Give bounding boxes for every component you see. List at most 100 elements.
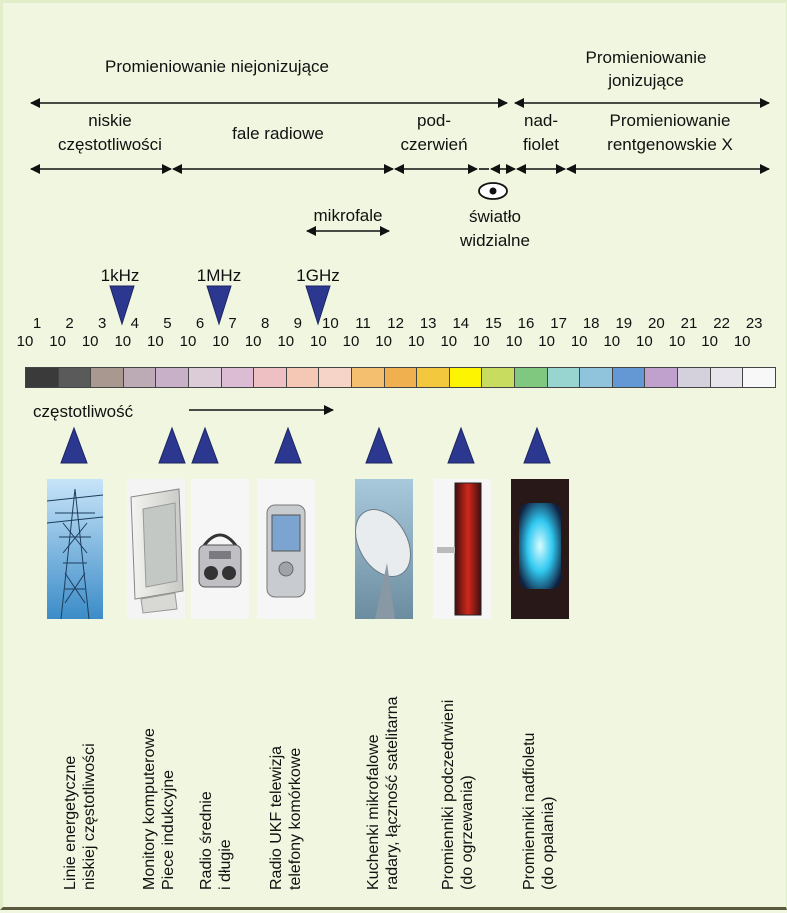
infrared-label-line2: czerwień <box>400 135 468 154</box>
ionizing-heading-line2: jonizujące <box>608 71 684 90</box>
scale-base: 10 <box>81 333 99 350</box>
eye-icon <box>478 182 508 200</box>
scale-exponent: 16 <box>517 315 535 332</box>
scale-base: 10 <box>244 333 262 350</box>
scale-exponent: 2 <box>65 315 74 332</box>
scale-exponent: 12 <box>387 315 404 332</box>
scale-base: 10 <box>179 333 197 350</box>
spectrum-segment <box>416 367 450 388</box>
scale-base: 10 <box>473 333 490 350</box>
scale-exponent: 11 <box>355 315 371 332</box>
scale-base: 10 <box>733 333 751 350</box>
scale-exponent: 20 <box>648 315 665 332</box>
app-label-monitors: Monitory komputerowe Piece indukcyjne <box>140 728 178 890</box>
scale-base: 10 <box>147 333 164 350</box>
scale-base: 10 <box>407 333 425 350</box>
scale-base: 10 <box>16 333 34 350</box>
radio-photo <box>191 479 249 619</box>
app-label-line: Monitory komputerowe <box>141 728 158 890</box>
infrared-label-line1: pod- <box>416 111 452 130</box>
cellphone-photo <box>257 479 315 619</box>
uv-lamp-photo <box>511 479 569 619</box>
xray-label-line2: rentgenowskie X <box>607 135 733 154</box>
app-label-uv-lamps: Promienniki nadfioletu (do opalania) <box>520 733 558 890</box>
spectrum-segment <box>579 367 613 388</box>
scale-exponent: 18 <box>582 315 600 332</box>
frequency-marker-triangles <box>109 285 331 326</box>
scale-exponent: 21 <box>680 315 698 332</box>
scale-base: 10 <box>310 333 327 350</box>
scale-base: 10 <box>668 333 686 350</box>
non-ionizing-heading: Promieniowanie niejonizujące <box>105 57 329 76</box>
app-label-line: (do opalania) <box>540 796 557 890</box>
app-label-line: Linie energetyczne <box>62 755 79 890</box>
spectrum-segment <box>611 367 646 388</box>
app-label-line: (do ogrzewania) <box>459 775 476 890</box>
app-label-power-lines: Linie energetyczne niskiej częstotliwośc… <box>61 743 99 890</box>
application-pointers <box>60 426 551 464</box>
scale-base: 10 <box>114 333 132 350</box>
spectrum-segment <box>122 367 157 388</box>
scale-exponent: 3 <box>98 315 107 332</box>
scale-base: 10 <box>49 333 66 350</box>
scale-exponent: 13 <box>419 315 437 332</box>
scale-base: 10 <box>440 333 458 350</box>
spectrum-segment <box>155 367 189 388</box>
scale-exponent: 8 <box>261 315 270 332</box>
spectrum-segment <box>448 367 483 388</box>
visible-light-label-line2: widzialne <box>460 231 530 250</box>
app-label-line: telefony komórkowe <box>287 747 304 890</box>
xray-label-line1: Promieniowanie <box>609 111 731 130</box>
scale-base: 10 <box>701 333 718 350</box>
scale-exponent: 17 <box>550 315 567 332</box>
low-frequency-label-line1: niskie <box>88 111 132 130</box>
scale-exponent: 23 <box>745 315 763 332</box>
scale-base: 10 <box>538 333 555 350</box>
app-label-microwave-ovens: Kuchenki mikrofalowe radary, łączność sa… <box>364 696 402 890</box>
scale-base: 10 <box>277 333 295 350</box>
spectrum-segment <box>514 367 548 388</box>
spectrum-segment <box>188 367 222 388</box>
scale-exponent: 5 <box>163 315 172 332</box>
power-lines-photo <box>46 479 104 620</box>
app-label-line: Kuchenki mikrofalowe <box>365 734 382 890</box>
spectrum-segment <box>253 367 287 388</box>
spectrum-segment <box>220 367 255 388</box>
spectrum-segment <box>481 367 515 388</box>
scale-base: 10 <box>505 333 523 350</box>
scale-base: 10 <box>636 333 653 350</box>
spectrum-segment <box>644 367 678 388</box>
app-label-line: Radio UKF telewizja <box>268 745 285 890</box>
ultraviolet-label-line1: nad- <box>523 111 559 130</box>
scale-exponent: 15 <box>485 315 502 332</box>
app-label-radio-am: Radio średnie i długie <box>197 791 235 890</box>
spectrum-segment <box>546 367 581 388</box>
scale-exponent: 10 <box>322 315 339 332</box>
satellite-dish-photo <box>355 479 413 619</box>
mhz-marker-label: 1MHz <box>196 266 242 285</box>
monitor-photo <box>127 479 185 619</box>
spectrum-segment <box>25 367 59 388</box>
spectrum-segment <box>351 367 385 388</box>
scale-base: 10 <box>570 333 588 350</box>
spectrum-segment <box>709 367 744 388</box>
ionizing-heading-line1: Promieniowanie <box>585 48 707 67</box>
spectrum-segment <box>90 367 124 388</box>
scale-exponent: 4 <box>130 315 139 332</box>
app-label-line: Promienniki podczedrwieni <box>440 699 457 890</box>
app-label-line: niskiej częstotliwości <box>81 743 98 890</box>
ghz-marker-label: 1GHz <box>296 266 340 285</box>
radio-waves-label: fale radiowe <box>232 124 324 143</box>
microwaves-label: mikrofale <box>313 206 383 225</box>
scale-base: 10 <box>342 333 360 350</box>
scale-exponent: 1 <box>32 315 42 332</box>
app-label-line: Radio średnie <box>198 791 215 890</box>
scale-base: 10 <box>603 333 621 350</box>
khz-marker-label: 1kHz <box>100 266 140 285</box>
spectrum-segment <box>742 367 776 388</box>
ultraviolet-label-line2: fiolet <box>523 135 559 154</box>
spectrum-segment <box>677 367 711 388</box>
scale-exponent: 7 <box>228 315 237 332</box>
scale-exponent: 14 <box>452 315 470 332</box>
